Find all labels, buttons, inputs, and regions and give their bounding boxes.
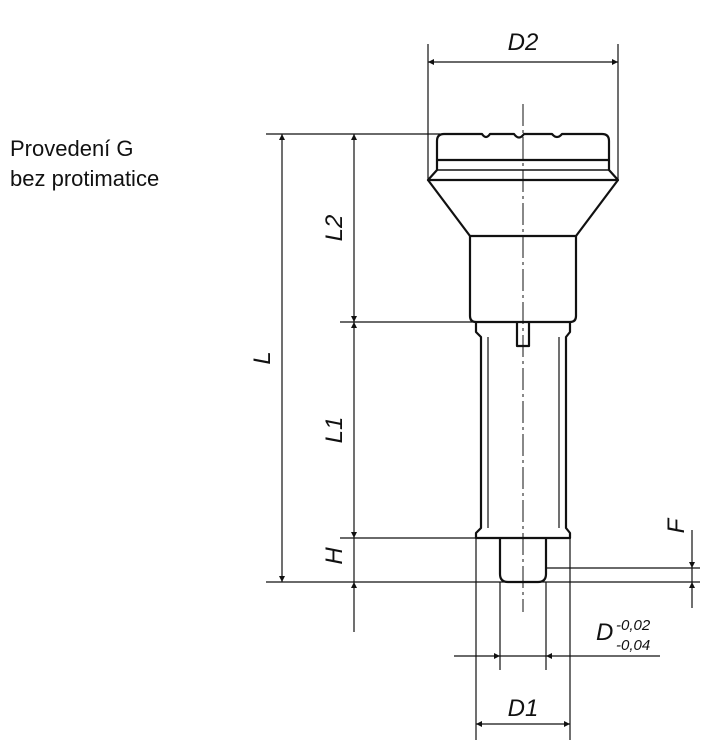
label-f: F [663,517,690,533]
label-l: L [249,351,276,364]
extension-lines [266,44,700,740]
label-l1: L1 [321,417,348,444]
label-l2: L2 [321,215,348,242]
label-d: D [596,619,613,646]
variant-caption: Provedení G bez protimatice [10,134,159,194]
dimension-lines [279,59,695,727]
knob-cap [435,132,611,160]
label-h: H [321,547,348,565]
label-d2: D2 [508,29,539,56]
label-d-tol-upper: -0,02 [616,617,651,634]
label-d-tol-lower: -0,04 [616,637,650,654]
indexing-plunger-outline [426,132,620,584]
label-d1: D1 [508,695,539,722]
variant-title: Provedení G [10,136,134,161]
variant-subtitle: bez protimatice [10,166,160,191]
